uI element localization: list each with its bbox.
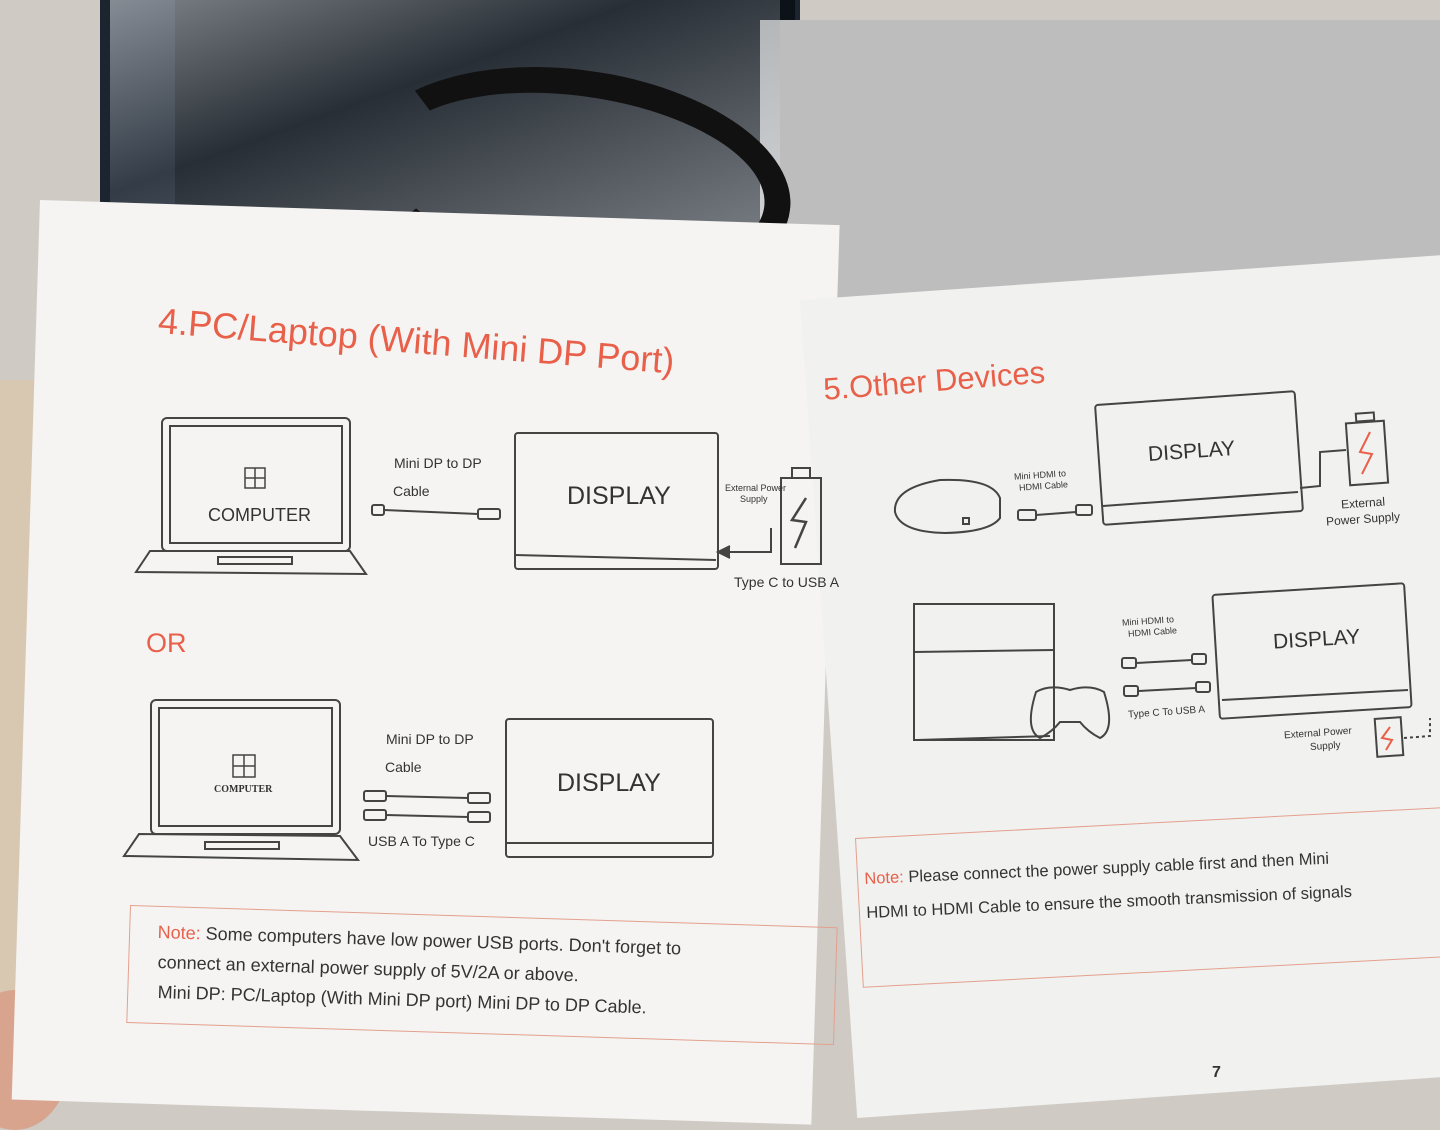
note-label: Note: bbox=[864, 868, 905, 888]
cable-label: Mini DP to DP bbox=[394, 455, 482, 471]
battery-icon bbox=[1299, 411, 1390, 489]
note-label: Note: bbox=[157, 922, 202, 944]
display-icon bbox=[1094, 390, 1304, 526]
display-icon bbox=[505, 718, 714, 858]
laptop-icon bbox=[122, 699, 361, 862]
battery-icon bbox=[715, 467, 822, 565]
page-number: 7 bbox=[1212, 1064, 1221, 1081]
cable-icon bbox=[371, 504, 501, 520]
display-icon bbox=[1211, 582, 1413, 720]
tv-box-icon bbox=[893, 478, 1001, 535]
power-label: Supply bbox=[740, 494, 768, 504]
plastic-bag bbox=[110, 0, 780, 240]
cable-icon bbox=[363, 790, 491, 823]
game-console-icon bbox=[913, 603, 1111, 741]
manual-content: 4.PC/Laptop (With Mini DP Port) 5.Other … bbox=[122, 300, 1440, 1081]
or-divider: OR bbox=[146, 628, 187, 658]
laptop-icon bbox=[134, 417, 368, 576]
usb-cable-label: USB A To Type C bbox=[368, 833, 475, 849]
cable-label: Mini DP to DP bbox=[386, 731, 474, 747]
computer-label: COMPUTER bbox=[214, 784, 273, 795]
computer-label: COMPUTER bbox=[208, 505, 311, 525]
display-label: DISPLAY bbox=[567, 482, 671, 510]
cable-icon bbox=[1121, 653, 1211, 697]
battery-icon bbox=[1373, 716, 1431, 758]
power-label: Supply bbox=[1309, 739, 1341, 754]
power-cable-label: Type C to USB A bbox=[734, 574, 840, 590]
cable-icon bbox=[1017, 504, 1093, 521]
power-label: External Power bbox=[725, 483, 787, 493]
diagram-artwork bbox=[122, 390, 1431, 862]
cable-label: Cable bbox=[393, 483, 430, 499]
display-label: DISPLAY bbox=[557, 769, 661, 797]
cable-label: Cable bbox=[385, 759, 422, 775]
display-icon bbox=[514, 432, 719, 570]
